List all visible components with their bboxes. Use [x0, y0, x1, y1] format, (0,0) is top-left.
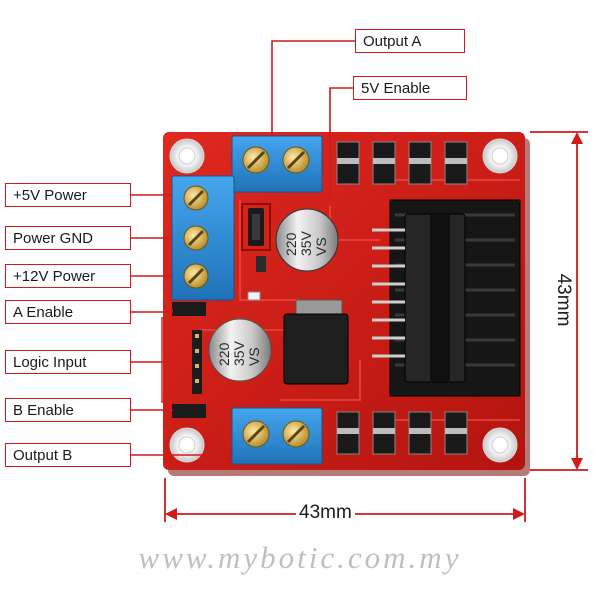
width-label: 43mm — [296, 502, 355, 524]
label-power-gnd: Power GND — [5, 226, 131, 250]
cap1-value: 220 — [283, 232, 299, 256]
cap2-value: 220 — [216, 342, 232, 366]
terminal-output-a — [231, 135, 323, 193]
led — [247, 291, 261, 301]
label-output-a: Output A — [355, 29, 465, 53]
label-output-b: Output B — [5, 443, 131, 467]
voltage-regulator — [283, 299, 349, 385]
mounting-holes — [169, 138, 518, 463]
label-5v-power: +5V Power — [5, 183, 131, 207]
logic-bracket — [161, 317, 168, 403]
label-b-enable: B Enable — [5, 398, 131, 422]
callout-lines — [131, 40, 355, 456]
smd-part — [256, 256, 266, 272]
label-5v-enable: 5V Enable — [353, 76, 467, 100]
diodes-bottom — [336, 411, 468, 455]
height-dimension — [530, 131, 588, 471]
height-label: 43mm — [552, 270, 574, 330]
cap2-series: VS — [246, 347, 262, 366]
capacitor-2 — [208, 318, 272, 382]
label-12v-power: +12V Power — [5, 264, 131, 288]
label-a-enable: A Enable — [5, 300, 131, 324]
cap1-series: VS — [313, 237, 329, 256]
label-logic-input: Logic Input — [5, 350, 131, 374]
cap2-voltage: 35V — [231, 340, 247, 366]
heatsink — [389, 199, 521, 397]
capacitor-1 — [275, 208, 339, 272]
jumper-5v-enable — [241, 203, 271, 251]
terminal-output-b — [231, 407, 323, 465]
diodes-top — [336, 141, 468, 185]
logic-header — [172, 302, 206, 418]
jumper-b-enable — [172, 404, 206, 418]
jumper-a-enable — [172, 302, 206, 316]
driver-pins — [372, 228, 405, 358]
watermark: www.mybotic.com.my — [138, 540, 462, 575]
terminal-power — [171, 175, 235, 301]
cap1-voltage: 35V — [298, 230, 314, 256]
